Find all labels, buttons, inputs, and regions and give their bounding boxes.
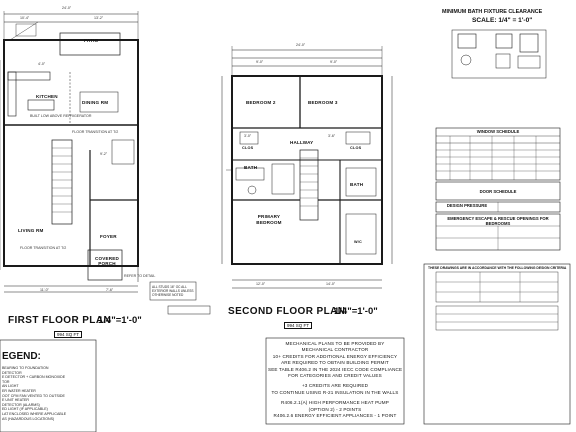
second-floor-dim-3: 12'-0" bbox=[256, 282, 266, 286]
second-floor-dim-5: 3'-0" bbox=[244, 134, 252, 138]
mechanical-note-line: TO CONTINUE USING R-21 INSULATION IN THE… bbox=[271, 389, 399, 395]
legend-item: DETECTOR bbox=[2, 370, 22, 375]
legend-item: E DETECTOR + CARBON MONOXIDE bbox=[2, 375, 66, 380]
first-floor-note-4: REFER TO DETAIL bbox=[124, 274, 156, 278]
room-label-covered-porch: COVERED PORCH bbox=[94, 256, 120, 266]
mechanical-note-line: +3 CREDITS ARE REQUIRED bbox=[301, 383, 369, 389]
legend-item: AN LIGHT bbox=[2, 384, 19, 389]
room-label-bath-2: BATH bbox=[350, 182, 364, 187]
legend-item: ER WATER HEATER bbox=[2, 388, 36, 393]
first-floor-note-3: FLOOR TRANSITION AT T/2 bbox=[20, 246, 67, 250]
legend-list: BEARING TO FOUNDATION DETECTOR E DETECTO… bbox=[2, 366, 66, 421]
first-floor-scale: 1/4"=1'-0" bbox=[98, 315, 142, 326]
legend-item: OOT CFM FAN VENTED TO OUTSIDE bbox=[2, 393, 65, 398]
mechanical-note-line: FOR CATEGORIES AND CREDIT VALUES bbox=[288, 373, 382, 379]
design-pressure-title: DESIGN PRESSURE bbox=[446, 203, 488, 208]
clearance-title: MINIMUM BATH FIXTURE CLEARANCE bbox=[442, 9, 543, 15]
room-label-wic: W/C bbox=[354, 240, 362, 244]
first-floor-title: FIRST FLOOR PLAN bbox=[8, 315, 112, 326]
legend-title: EGEND: bbox=[2, 351, 41, 362]
room-label-closet-2: CLOS bbox=[350, 146, 362, 150]
first-floor-sqft: 994 SQ FT bbox=[54, 331, 83, 338]
legend-item: TOR bbox=[2, 379, 10, 384]
second-floor-dim-4: 14'-0" bbox=[326, 282, 336, 286]
second-floor-dim-2: 9'-0" bbox=[330, 60, 338, 64]
first-floor-dim-5: 11'-0" bbox=[40, 288, 49, 292]
room-label-hallway: HALLWAY bbox=[290, 140, 314, 145]
window-schedule-title: WINDOW SCHEDULE bbox=[476, 129, 520, 134]
second-floor-scale: 1/4"=1'-0" bbox=[334, 306, 378, 317]
legend-item: DETECTOR (ALARMS) bbox=[2, 402, 40, 407]
legend-item: AS (HAZARDOUS LOCATIONS) bbox=[2, 416, 55, 421]
mechanical-note-line: ARE REQUIRED TO OBTAIN BUILDING PERMIT bbox=[281, 360, 389, 366]
room-label-living: LIVING RM bbox=[18, 228, 44, 233]
clearance-scale: SCALE: 1/4" = 1'-0" bbox=[472, 17, 533, 24]
room-label-patio: PATIO bbox=[84, 38, 99, 43]
room-label-primary-bedroom: PRIMARY BEDROOM bbox=[256, 214, 282, 225]
mechanical-note-line: R406.2.6 ENERGY EFFICIENT APPLIANCES - 1… bbox=[273, 413, 397, 419]
room-label-bedroom-3: BEDROOM 3 bbox=[308, 100, 338, 105]
mechanical-note-line: MECHANICAL CONTRACTOR bbox=[301, 347, 369, 353]
second-floor-dim-6: 3'-6" bbox=[328, 134, 336, 138]
first-floor-dim-6: 7'-6" bbox=[106, 288, 114, 292]
second-floor-overall-width: 24'-0" bbox=[296, 43, 306, 47]
mechanical-note-line: MECHANICAL PLANS TO BE PROVIDED BY bbox=[285, 341, 385, 346]
legend-item: E UNIT HEATER bbox=[2, 398, 30, 403]
first-floor-overall-width: 24'-0" bbox=[62, 6, 72, 10]
second-floor-sqft: 994 SQ FT bbox=[284, 322, 313, 329]
design-criteria-title: THESE DRAWINGS ARE IN ACCORDANCE WITH TH… bbox=[428, 266, 567, 270]
legend-item: LAT ENCLOSED WHERE APPLICABLE bbox=[2, 411, 67, 416]
emergency-escape-title: EMERGENCY ESCAPE & RESCUE OPENINGS FOR B… bbox=[447, 216, 549, 226]
legend-item: BEARING TO FOUNDATION bbox=[2, 366, 49, 370]
first-floor-note-1: BUILT LOW ABOVE REFRIGERATOR bbox=[30, 114, 92, 118]
mechanical-note-line: (OPTION 2) - 2 POINTS bbox=[308, 406, 362, 412]
legend-item: ED LIGHT (IF APPLICABLE) bbox=[2, 407, 48, 412]
mechanical-note-line: SEE TABLE R406.2 IN THE 2024 IECC CODE C… bbox=[268, 366, 403, 372]
mechanical-note-line: 10+ CREDITS FOR ADDITIONAL ENERGY EFFICI… bbox=[272, 353, 398, 359]
first-floor-dim-3: 4'-0" bbox=[38, 62, 46, 66]
mechanical-note: MECHANICAL PLANS TO BE PROVIDED BY MECHA… bbox=[268, 341, 402, 419]
room-label-dining: DINING RM bbox=[82, 100, 109, 105]
first-floor-dim-2: 13'-2" bbox=[94, 16, 104, 20]
first-floor-note-2: FLOOR TRANSITION AT T/2 bbox=[72, 130, 119, 134]
mechanical-note-line: R406.2.1(A) HIGH PERFORMANCE HEAT PUMP bbox=[281, 400, 389, 406]
second-floor-title: SECOND FLOOR PLAN bbox=[228, 306, 346, 317]
room-label-bath: BATH bbox=[244, 165, 258, 170]
second-floor-dim-1: 9'-0" bbox=[256, 60, 264, 64]
first-floor-outline bbox=[3, 39, 139, 267]
door-schedule-title: DOOR SCHEDULE bbox=[479, 189, 517, 194]
first-floor-dim-4: 9'-2" bbox=[100, 152, 108, 156]
first-floor-dim-1: 10'-4" bbox=[20, 16, 30, 20]
room-label-kitchen: KITCHEN bbox=[36, 94, 58, 99]
room-label-bedroom-2: BEDROOM 2 bbox=[246, 100, 276, 105]
wall-stud-note: ALL STUDS 16" OC ALL EXTERIOR WALLS UNLE… bbox=[152, 285, 194, 298]
room-label-closet: CLOS bbox=[242, 146, 254, 150]
room-label-foyer: FOYER bbox=[100, 234, 117, 239]
